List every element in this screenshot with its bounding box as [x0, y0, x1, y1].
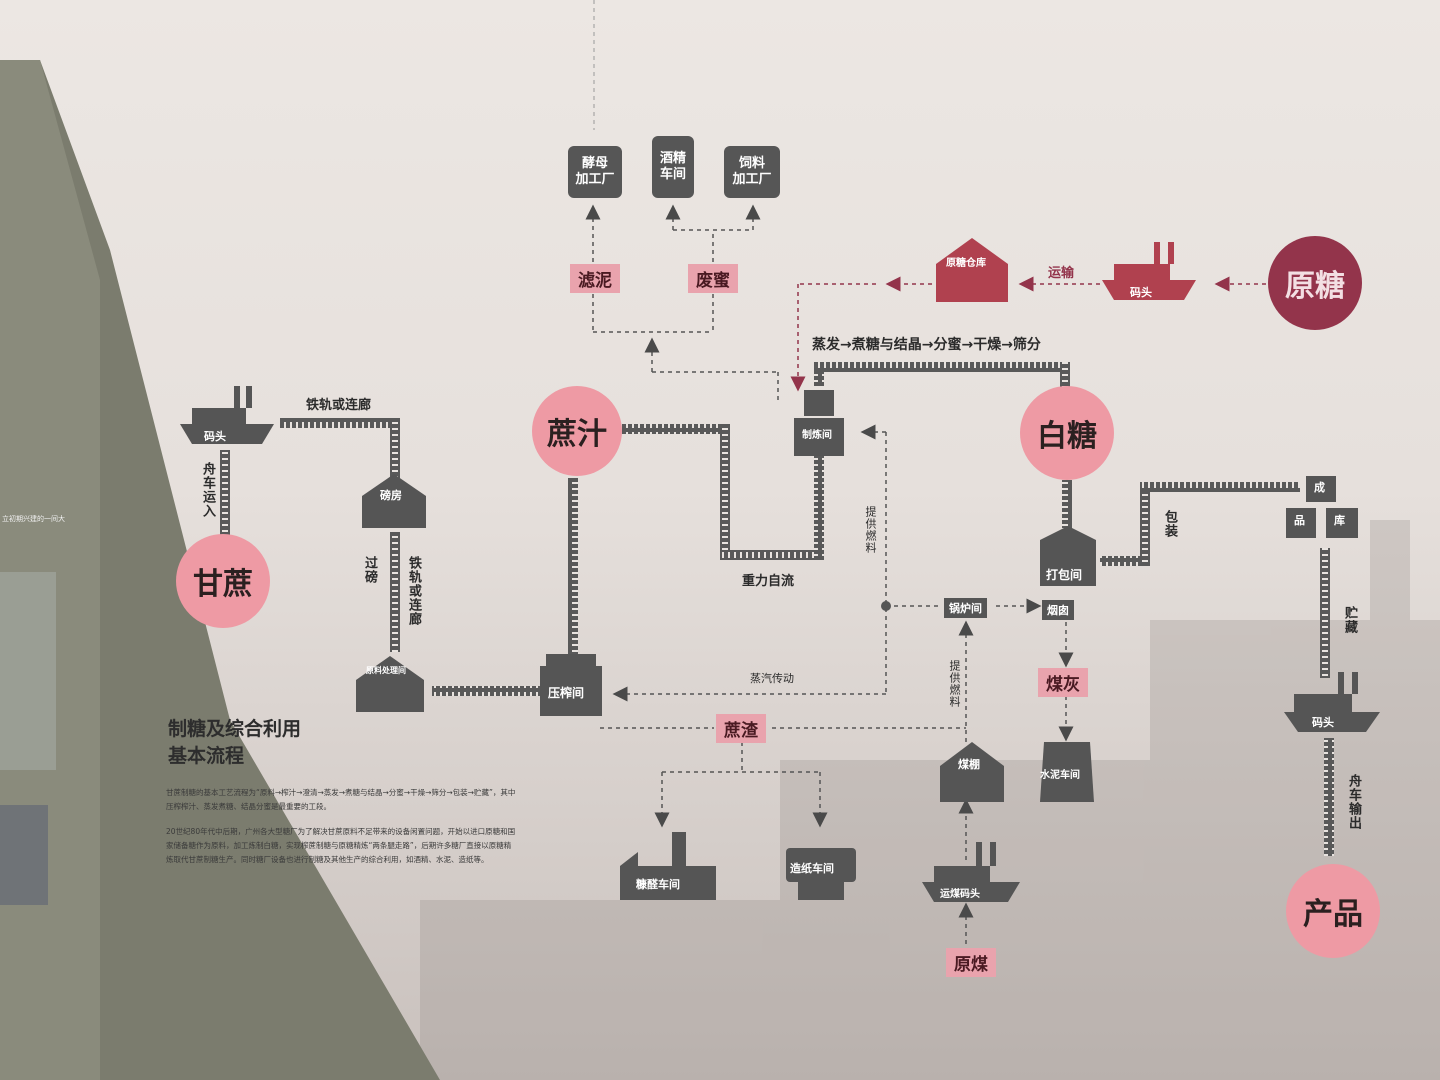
route-yunshu: 运输	[1048, 266, 1075, 281]
icon-yancong: 烟囱	[1042, 600, 1074, 620]
icon-yunmei-matou: 运煤码头	[940, 889, 980, 900]
route-baozhuang: 包装	[1162, 510, 1177, 538]
tank-siliao: 饲料 加工厂	[724, 146, 780, 198]
route-ranliao-2: 提供燃料	[948, 660, 961, 708]
node-zhezhi: 蔗汁	[532, 386, 622, 476]
icon-chengpinku-1: 成	[1314, 481, 1325, 494]
tank-jiaomu: 酵母 加工厂	[568, 146, 622, 198]
label-feimi: 废蜜	[688, 264, 738, 293]
route-zhouche-yunru: 舟车运入	[200, 462, 215, 518]
node-chanpin: 产品	[1286, 864, 1380, 958]
icon-chengpinku-3: 库	[1334, 514, 1345, 527]
icon-dabao: 打包间	[1046, 568, 1083, 582]
icon-matou-left: 码头	[204, 430, 226, 443]
route-zhucang: 贮藏	[1342, 606, 1357, 634]
icon-zhilian: 制炼间	[802, 430, 832, 441]
icon-yuanliao: 原料处理间	[366, 666, 406, 675]
route-guobang: 过磅	[362, 556, 377, 584]
route-zhouche-shuchu: 舟车输出	[1346, 774, 1361, 830]
icon-shuini: 水泥车间	[1040, 770, 1080, 781]
label-luni: 滤泥	[570, 264, 620, 293]
node-ganzhe: 甘蔗	[176, 534, 270, 628]
route-tiegui-vert: 铁轨或连廊	[406, 556, 421, 626]
icon-matou-right: 码头	[1312, 716, 1334, 729]
route-zhongli: 重力自流	[742, 574, 795, 589]
description-paragraph-2: 20世纪80年代中后期，广州各大型糖厂为了解决甘蔗原料不足带来的设备闲置问题，开…	[166, 826, 516, 865]
icon-yuantang-cangku: 原糖仓库	[946, 258, 986, 269]
icon-yazha: 压榨间	[548, 686, 585, 700]
side-panel-text: 立初期兴建的一间大	[2, 515, 65, 523]
route-process-chain: 蒸发→煮糖与结晶→分蜜→干燥→筛分	[812, 337, 1041, 353]
label-meihui: 煤灰	[1038, 668, 1088, 697]
diagram-title: 制糖及综合利用 基本流程	[168, 716, 301, 769]
node-baitang: 白糖	[1020, 386, 1114, 480]
tank-jiujing: 酒精 车间	[652, 136, 694, 198]
icon-zaozhi: 造纸车间	[790, 862, 834, 875]
label-yuanmei: 原煤	[946, 948, 996, 977]
route-ranliao-1: 提供燃料	[864, 506, 877, 554]
diagram-title-line-2: 基本流程	[168, 744, 245, 767]
icon-tangquan: 糠醛车间	[636, 878, 680, 891]
route-zhengqi: 蒸汽传动	[750, 672, 794, 685]
icon-matou-top: 码头	[1130, 286, 1152, 299]
label-zhezha: 蔗渣	[716, 714, 766, 743]
route-tiegui-top: 铁轨或连廊	[306, 398, 372, 413]
diagram-description: 甘蔗制糖的基本工艺流程为“原料→榨汁→澄清→蒸发→煮糖与结晶→分蜜→干燥→筛分→…	[166, 786, 516, 867]
icon-guolu: 锅炉间	[944, 598, 987, 618]
diagram-title-line-1: 制糖及综合利用	[168, 718, 302, 740]
icon-bangfang: 磅房	[380, 489, 402, 502]
icon-meipeng: 煤棚	[958, 758, 980, 771]
description-paragraph-1: 甘蔗制糖的基本工艺流程为“原料→榨汁→澄清→蒸发→煮糖与结晶→分蜜→干燥→筛分→…	[166, 788, 516, 812]
icon-chengpinku-2: 品	[1294, 514, 1305, 527]
node-yuantang: 原糖	[1268, 236, 1362, 330]
